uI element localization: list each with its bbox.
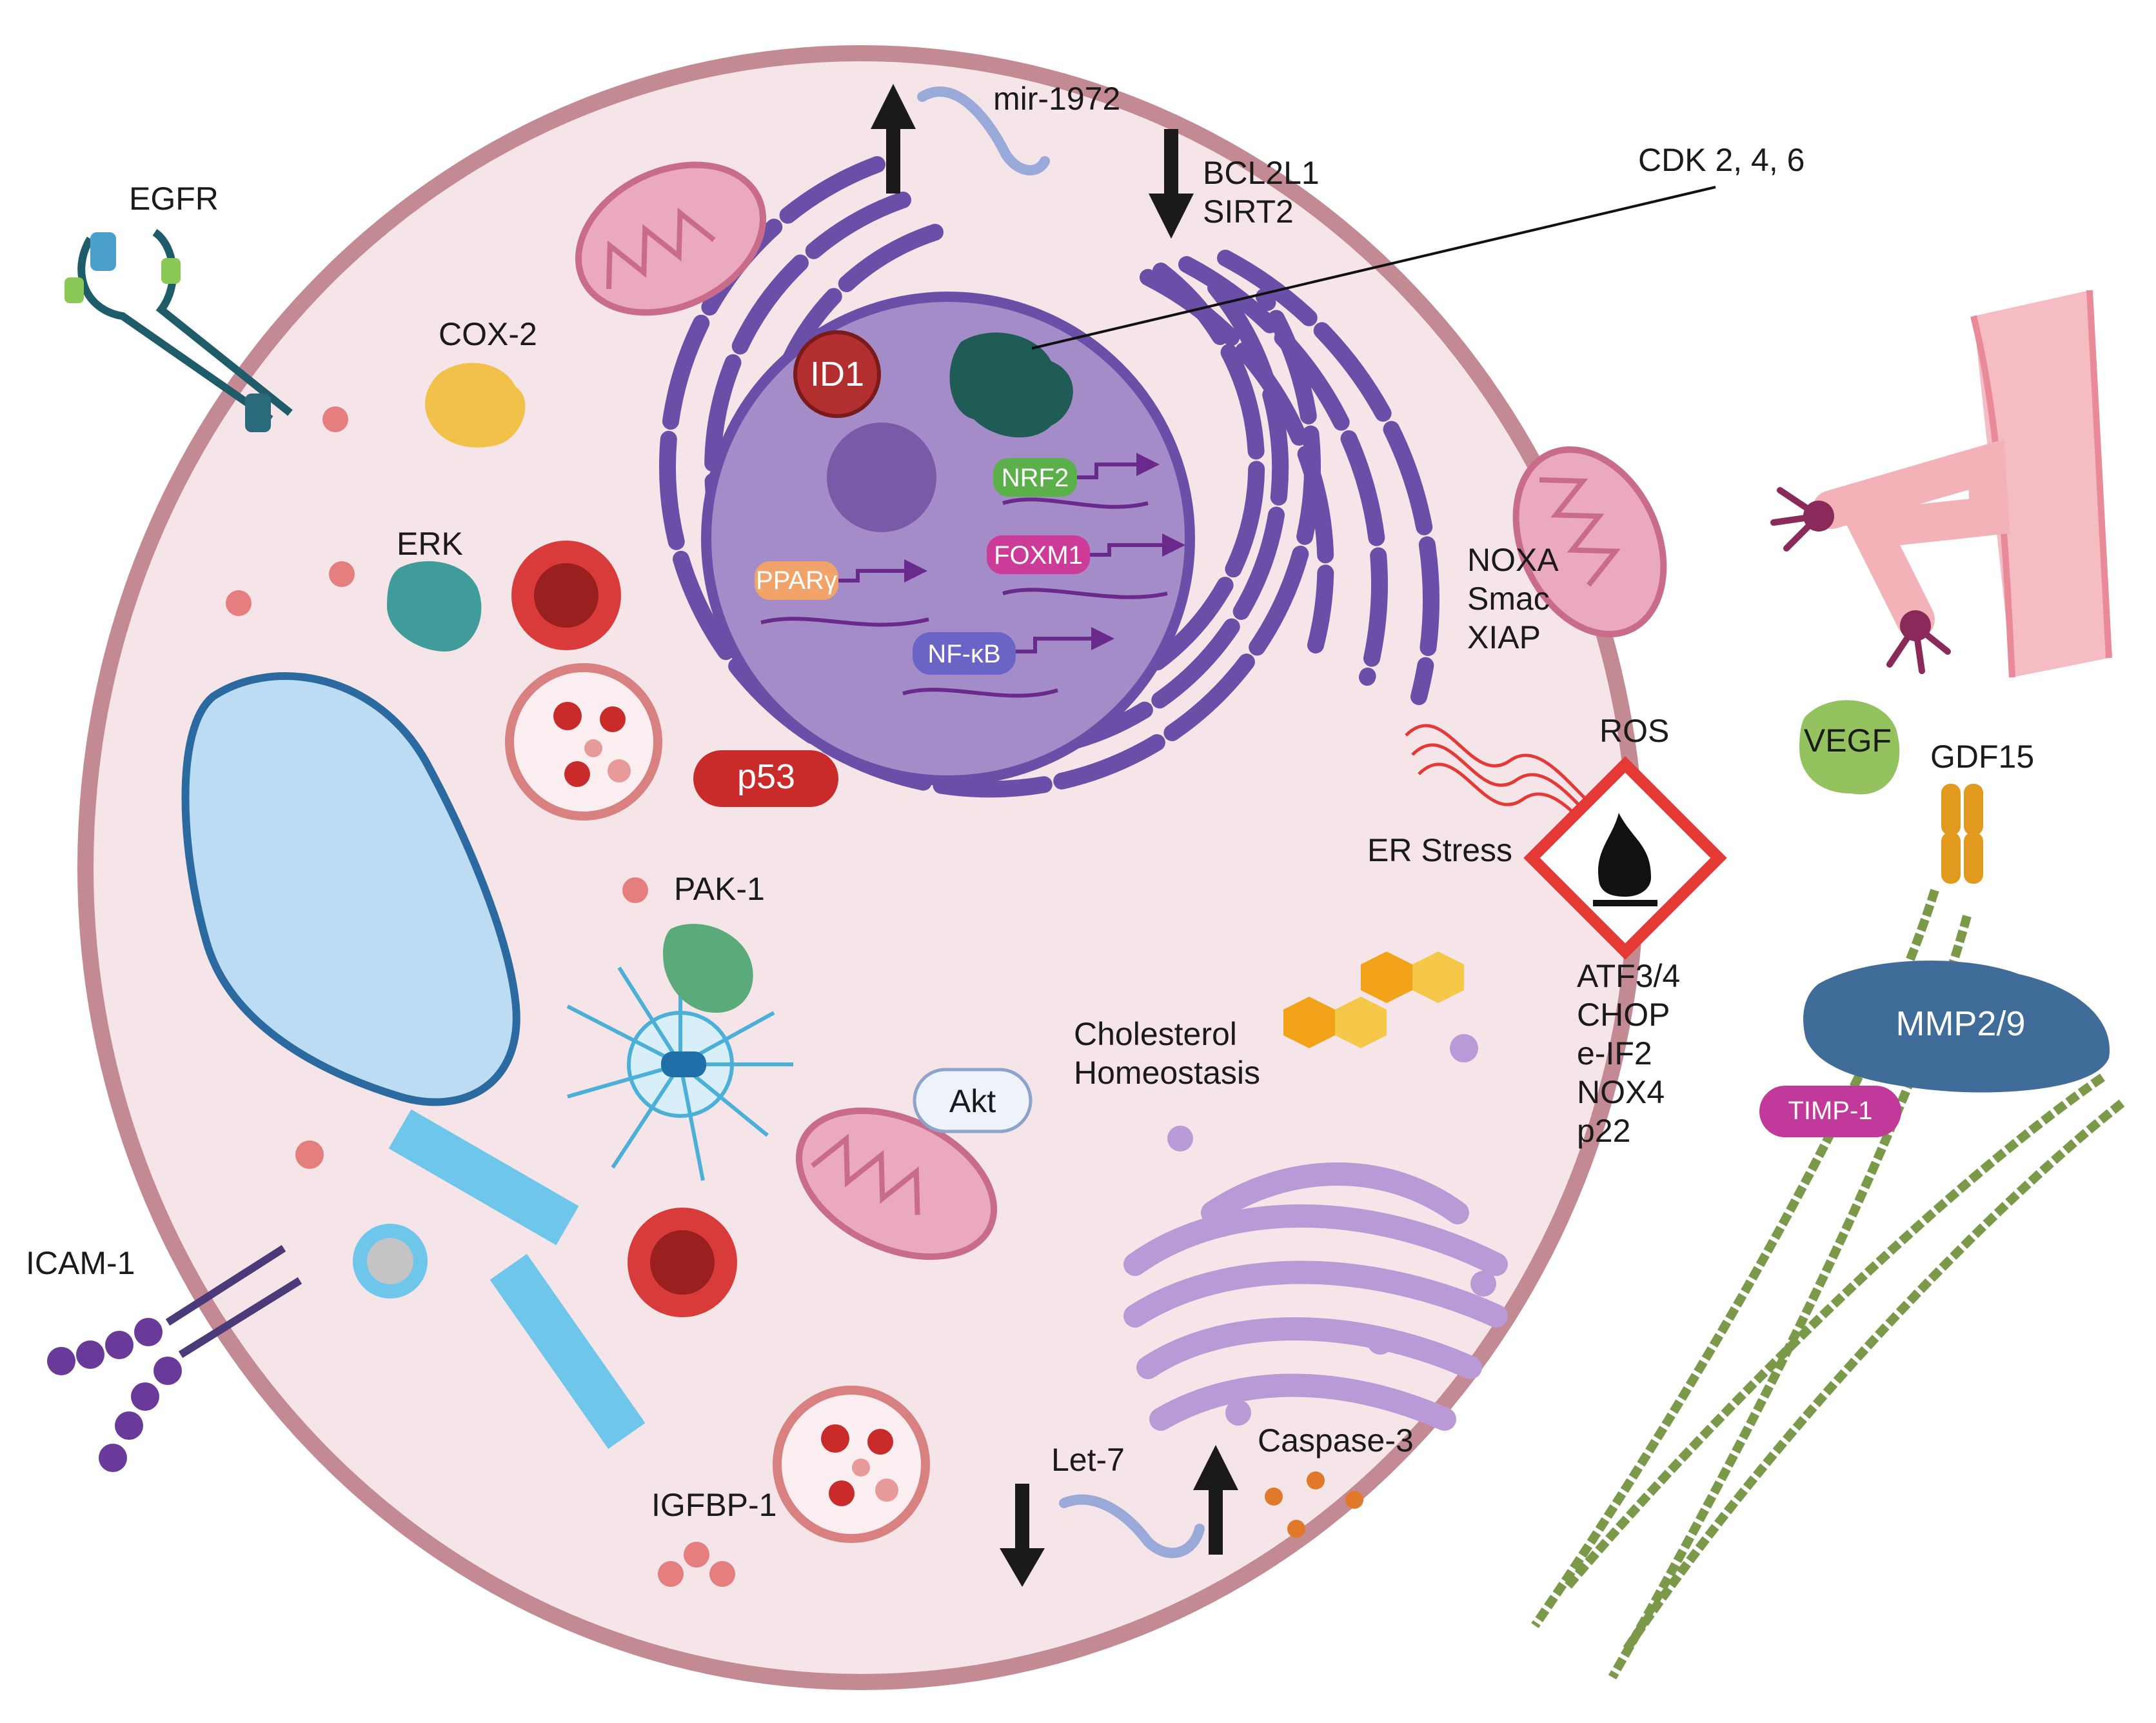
- id1-node: ID1: [793, 330, 881, 418]
- akt-node: Akt: [913, 1068, 1033, 1133]
- egfr-label: EGFR: [129, 181, 219, 217]
- collagen-fiber-icon: [1531, 888, 2125, 1680]
- chop-label: CHOP: [1577, 997, 1670, 1033]
- timp1-label: TIMP-1: [1788, 1097, 1872, 1125]
- eif2-label: e-IF2: [1577, 1035, 1652, 1071]
- erk-protein: [387, 561, 482, 652]
- cox2-label: COX-2: [439, 316, 537, 352]
- nrf2-tf: NRF2: [993, 453, 1160, 509]
- mitochondrion-icon: [795, 1107, 998, 1260]
- microtubule: [388, 1109, 579, 1246]
- vegf-label: VEGF: [1804, 722, 1892, 759]
- nucleolus: [827, 423, 936, 532]
- vegf-node: VEGF: [1799, 700, 1900, 795]
- igfbp1-label: IGFBP-1: [651, 1487, 776, 1523]
- caspase3-label: Caspase-3: [1258, 1422, 1414, 1459]
- noxa-label: NOXA: [1467, 542, 1559, 578]
- lipid-droplet: [353, 1224, 428, 1299]
- erythrocyte-icon: [628, 1208, 737, 1317]
- cholesterol-label-1: Cholesterol: [1074, 1016, 1237, 1052]
- egfr-receptor-icon: [64, 229, 348, 432]
- akt-label: Akt: [949, 1083, 996, 1119]
- nfkb-tf: NF-κB: [902, 627, 1114, 698]
- mitochondrion-icon: [1512, 446, 1667, 638]
- mmp-node: MMP2/9: [1803, 961, 2110, 1093]
- ppar-tf: PPARγ: [755, 559, 929, 627]
- gdf15-label: GDF15: [1930, 739, 2034, 775]
- cox2-protein: [425, 363, 526, 448]
- rna-strand-icon: [917, 86, 1050, 175]
- caspase3-particles: [1265, 1471, 1363, 1538]
- golgi-icon: [1123, 1034, 1508, 1431]
- igfbp1-particles: [658, 1542, 735, 1587]
- icam-receptor-icon: [47, 1244, 302, 1472]
- mmp-label: MMP2/9: [1895, 1004, 2025, 1043]
- ppar-label: PPARγ: [756, 566, 837, 595]
- cholesterol-molecule-icon: [1283, 951, 1464, 1048]
- timp1-node: TIMP-1: [1759, 1086, 1901, 1137]
- p53-label: p53: [737, 757, 795, 796]
- nrf2-label: NRF2: [1002, 464, 1069, 492]
- foxm1-label: FOXM1: [994, 541, 1083, 570]
- nucleus: [701, 292, 1195, 786]
- erythrocyte-icon: [511, 541, 621, 650]
- gdf15-protein: [1941, 784, 1983, 884]
- smac-label: Smac: [1467, 581, 1550, 617]
- microtubule: [490, 1253, 646, 1449]
- down-arrow-icon: [1000, 1484, 1045, 1587]
- er-stress-label: ER Stress: [1367, 832, 1512, 868]
- let7-label: Let-7: [1051, 1442, 1125, 1478]
- lysosome-icon: [773, 1386, 930, 1543]
- centrosome-icon: [566, 961, 793, 1181]
- nfkb-label: NF-κB: [927, 640, 1000, 668]
- foxm1-tf: FOXM1: [987, 533, 1185, 599]
- pak1-protein: [663, 924, 753, 1013]
- atf-label: ATF3/4: [1577, 958, 1680, 994]
- rna-strand-icon: [1059, 1494, 1205, 1559]
- cdk-pointer-line: [1031, 186, 1716, 350]
- xiap-label: XIAP: [1467, 619, 1541, 655]
- sirt2-label: SIRT2: [1203, 194, 1294, 230]
- bcl2l1-label: BCL2L1: [1203, 155, 1320, 191]
- nox4-label: NOX4: [1577, 1074, 1665, 1110]
- flammable-warning-icon: [1523, 756, 1727, 960]
- up-arrow-icon: [871, 84, 916, 194]
- id1-label: ID1: [810, 355, 864, 393]
- mitochondrion-icon: [575, 161, 767, 316]
- icam1-label: ICAM-1: [26, 1245, 135, 1281]
- cdk-label: CDK 2, 4, 6: [1638, 142, 1805, 178]
- lysosome-icon: [505, 663, 662, 821]
- cdk-protein: [949, 332, 1073, 438]
- blood-vessel-icon: [1770, 290, 2112, 678]
- vacuole-icon: [181, 672, 520, 1106]
- mir1972-label: mir-1972: [993, 81, 1120, 117]
- up-arrow-icon: [1193, 1445, 1238, 1555]
- ros-label: ROS: [1599, 713, 1669, 749]
- p22-label: p22: [1577, 1113, 1630, 1149]
- p53-node: p53: [693, 750, 838, 807]
- erk-label: ERK: [397, 526, 463, 562]
- down-arrow-icon: [1149, 129, 1194, 239]
- pak1-label: PAK-1: [674, 871, 765, 907]
- vesicle-particles: [226, 561, 648, 1169]
- cholesterol-label-2: Homeostasis: [1074, 1055, 1260, 1091]
